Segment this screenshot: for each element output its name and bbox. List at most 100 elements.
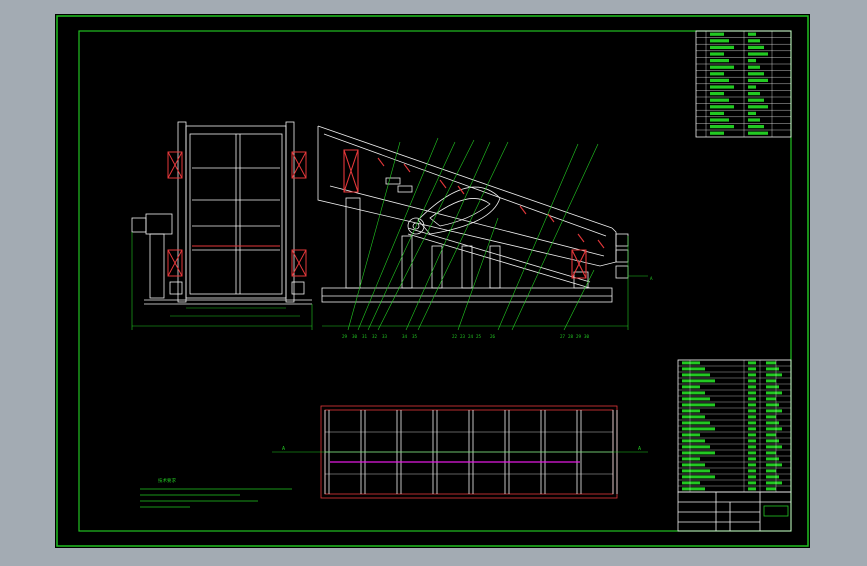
part-number-label: 32 bbox=[372, 334, 378, 339]
spec-cell-text bbox=[710, 111, 724, 115]
parts-cell-text bbox=[766, 457, 779, 461]
plan-view-markers: A A bbox=[282, 446, 641, 452]
parts-cell-text bbox=[682, 457, 700, 461]
spec-cell-text bbox=[748, 65, 760, 69]
spec-cell-text bbox=[710, 98, 729, 102]
parts-cell-text bbox=[766, 409, 782, 413]
spec-cell-text bbox=[710, 85, 734, 89]
parts-cell-text bbox=[682, 373, 710, 377]
parts-cell-text bbox=[766, 439, 779, 443]
parts-cell-text bbox=[682, 391, 705, 395]
part-number-label: 25 bbox=[476, 334, 482, 339]
part-number-label: 30 bbox=[352, 334, 358, 339]
spec-cell-text bbox=[710, 52, 724, 56]
spec-cell-text bbox=[710, 92, 724, 96]
parts-cell-text bbox=[682, 463, 705, 467]
side-view-slots bbox=[343, 149, 605, 279]
parts-cell-text bbox=[766, 427, 782, 431]
spec-cell-text bbox=[748, 32, 756, 36]
parts-cell-text bbox=[682, 403, 715, 407]
parts-cell-text bbox=[766, 385, 779, 389]
spec-cell-text bbox=[710, 125, 734, 129]
parts-cell-text bbox=[748, 439, 756, 443]
side-view-part-numbers: 29 30 31 32 33 34 35 22 23 24 25 26 27 2… bbox=[342, 276, 653, 339]
parts-cell-text bbox=[766, 463, 782, 467]
parts-cell-text bbox=[766, 361, 776, 365]
parts-cell-text bbox=[682, 397, 710, 401]
parts-cell-text bbox=[766, 415, 776, 419]
parts-cell-text bbox=[748, 475, 756, 479]
parts-cell-text bbox=[766, 397, 776, 401]
parts-cell-text bbox=[766, 433, 776, 437]
parts-cell-text bbox=[766, 367, 779, 371]
parts-cell-text bbox=[748, 487, 756, 491]
parts-cell-text bbox=[682, 379, 715, 383]
parts-cell-text bbox=[682, 361, 700, 365]
parts-cell-text bbox=[748, 457, 756, 461]
end-view-dimensions bbox=[131, 232, 313, 330]
parts-cell-text bbox=[682, 415, 705, 419]
part-number-label: 29 bbox=[576, 334, 582, 339]
plan-view bbox=[272, 405, 648, 499]
section-marker: A bbox=[650, 276, 653, 281]
part-number-label: 28 bbox=[568, 334, 574, 339]
parts-cell-text bbox=[766, 421, 779, 425]
parts-cell-text bbox=[748, 469, 756, 473]
parts-cell-text bbox=[682, 421, 710, 425]
parts-cell-text bbox=[748, 451, 756, 455]
end-view bbox=[131, 121, 312, 305]
parts-cell-text bbox=[766, 451, 776, 455]
part-number-label: 30 bbox=[584, 334, 590, 339]
parts-list bbox=[677, 359, 792, 493]
parts-cell-text bbox=[766, 391, 782, 395]
parts-cell-text bbox=[682, 475, 715, 479]
part-number-label: 22 bbox=[452, 334, 458, 339]
parts-cell-text bbox=[682, 451, 715, 455]
parts-cell-text bbox=[766, 379, 776, 383]
side-view bbox=[317, 125, 629, 303]
parts-cell-text bbox=[766, 403, 779, 407]
part-number-label: 29 bbox=[342, 334, 348, 339]
spec-cell-text bbox=[748, 52, 768, 56]
spec-cell-text bbox=[710, 118, 729, 122]
parts-cell-text bbox=[766, 373, 782, 377]
part-number-label: 35 bbox=[412, 334, 418, 339]
parts-cell-text bbox=[682, 367, 705, 371]
parts-cell-text bbox=[682, 433, 700, 437]
spec-cell-text bbox=[748, 72, 764, 76]
parts-cell-text bbox=[748, 409, 756, 413]
spec-cell-text bbox=[710, 32, 724, 36]
parts-cell-text bbox=[748, 391, 756, 395]
parts-cell-text bbox=[748, 385, 756, 389]
spec-cell-text bbox=[710, 131, 724, 135]
parts-cell-text bbox=[748, 361, 756, 365]
part-number-label: 27 bbox=[560, 334, 566, 339]
spec-cell-text bbox=[748, 105, 768, 109]
section-marker: A bbox=[638, 446, 641, 452]
part-number-label: 33 bbox=[382, 334, 388, 339]
parts-cell-text bbox=[682, 487, 705, 491]
spec-cell-text bbox=[748, 45, 764, 49]
parts-cell-text bbox=[748, 397, 756, 401]
spec-cell-text bbox=[748, 125, 764, 129]
spec-cell-text bbox=[748, 131, 768, 135]
parts-cell-text bbox=[682, 409, 700, 413]
parts-cell-text bbox=[748, 421, 756, 425]
spec-cell-text bbox=[748, 59, 756, 63]
parts-cell-text bbox=[748, 403, 756, 407]
parts-cell-text bbox=[682, 469, 710, 473]
parts-cell-text bbox=[682, 481, 700, 485]
spec-cell-text bbox=[748, 111, 756, 115]
parts-cell-text bbox=[748, 415, 756, 419]
spec-cell-text bbox=[710, 65, 734, 69]
spec-cell-text bbox=[710, 45, 734, 49]
parts-cell-text bbox=[682, 385, 700, 389]
part-number-label: 23 bbox=[460, 334, 466, 339]
parts-cell-text bbox=[682, 445, 710, 449]
part-number-label: 31 bbox=[362, 334, 368, 339]
part-number-label: 26 bbox=[490, 334, 496, 339]
spec-cell-text bbox=[710, 39, 729, 43]
spec-cell-text bbox=[748, 118, 760, 122]
